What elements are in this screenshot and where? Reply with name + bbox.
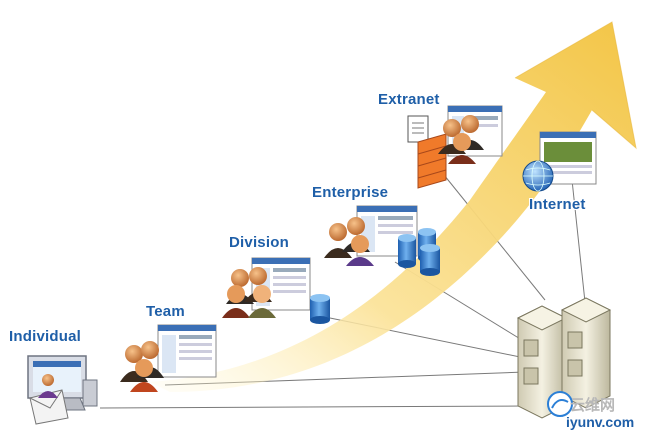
enterprise-label: Enterprise (312, 184, 389, 201)
enterprise-people-icon (324, 217, 374, 266)
extranet-label: Extranet (378, 91, 440, 108)
team-label: Team (146, 303, 185, 320)
watermark-chinese: 云维网 (570, 396, 616, 414)
extranet-firewall-icon (417, 133, 447, 189)
watermark-site: iyunv.com (566, 414, 635, 430)
watermark-logo-icon (547, 391, 573, 417)
internet-label: Internet (529, 196, 586, 213)
individual-computer-icon (27, 355, 98, 425)
team-people-icon (120, 341, 164, 392)
enterprise-database-icon (398, 228, 440, 276)
extranet-people-icon (438, 115, 484, 164)
extranet-document-icon (407, 115, 429, 143)
individual-label: Individual (9, 328, 82, 345)
division-label: Division (229, 234, 289, 251)
globe-icon (522, 160, 554, 192)
division-people-icon (222, 267, 276, 318)
server-cluster-icon (516, 297, 612, 419)
division-database-icon (310, 294, 330, 324)
team-screen-icon (157, 324, 217, 378)
growth-arrow (150, 21, 637, 392)
